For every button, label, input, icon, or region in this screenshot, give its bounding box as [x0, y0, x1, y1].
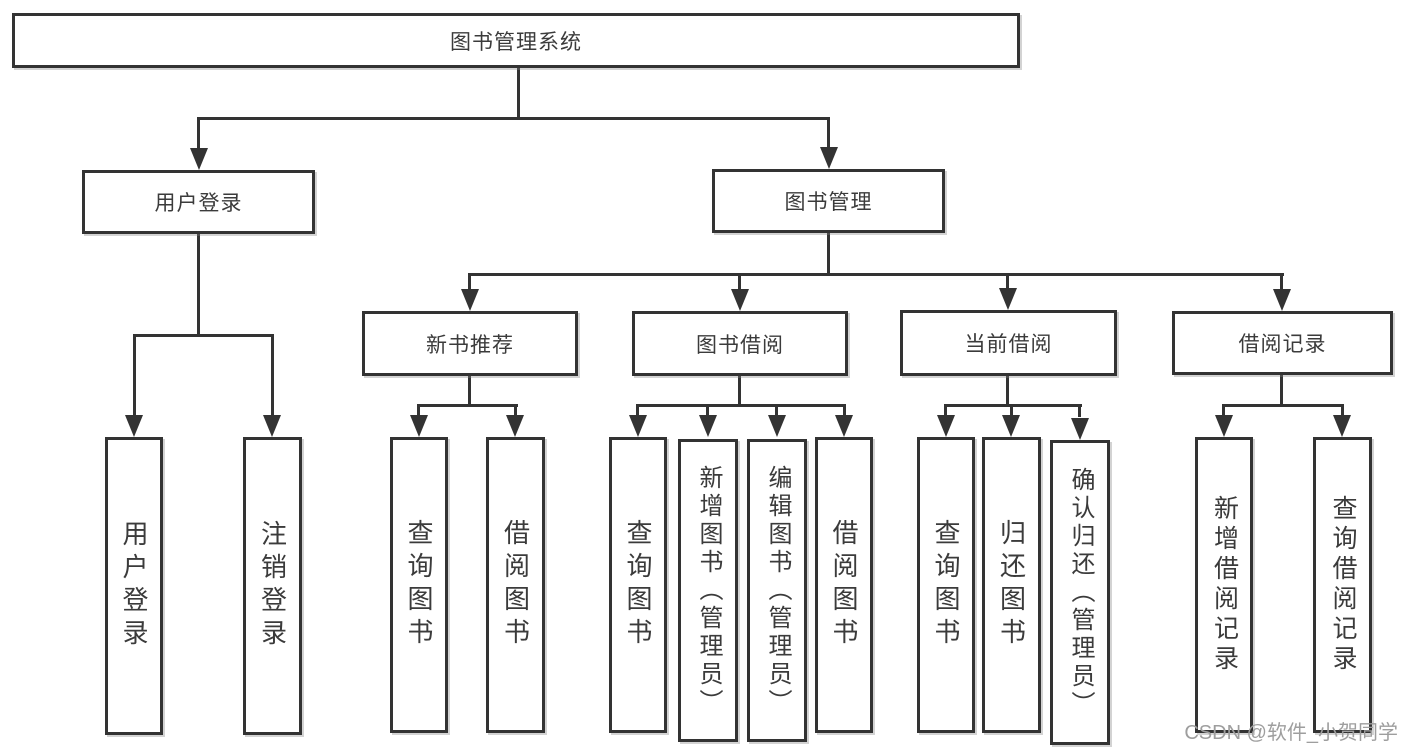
connector-line	[197, 234, 200, 336]
connector-line	[827, 233, 830, 275]
connector-line	[271, 334, 274, 417]
node-book-management: 图书管理	[712, 169, 945, 233]
arrowhead-down-icon	[999, 288, 1017, 310]
leaf-query-books-recommend: 查询图书	[390, 437, 448, 733]
connector-line	[1006, 376, 1009, 406]
arrowhead-down-icon	[1333, 415, 1351, 437]
node-new-book-recommend: 新书推荐	[362, 311, 578, 376]
arrowhead-down-icon	[461, 289, 479, 311]
connector-line	[827, 117, 830, 149]
arrowhead-down-icon	[410, 415, 428, 437]
arrowhead-down-icon	[768, 415, 786, 437]
leaf-query-books-current: 查询图书	[917, 437, 975, 733]
node-user-login: 用户登录	[82, 170, 315, 234]
connector-line	[468, 273, 471, 291]
connector-line	[944, 404, 947, 417]
arrowhead-down-icon	[190, 148, 208, 170]
connector-line	[636, 404, 846, 407]
connector-line	[197, 117, 200, 150]
arrowhead-down-icon	[1215, 415, 1233, 437]
connector-line	[417, 404, 518, 407]
leaf-logout: 注销登录	[243, 437, 302, 735]
connector-line	[133, 334, 274, 337]
node-book-borrowing: 图书借阅	[632, 311, 848, 376]
connector-line	[417, 404, 420, 417]
leaf-borrow-books-recommend: 借阅图书	[486, 437, 545, 733]
arrowhead-down-icon	[263, 415, 281, 437]
connector-line	[843, 404, 846, 417]
leaf-user-login: 用户登录	[105, 437, 163, 735]
arrowhead-down-icon	[699, 415, 717, 437]
connector-line	[706, 404, 709, 417]
connector-line	[636, 404, 639, 417]
arrowhead-down-icon	[1273, 289, 1291, 311]
arrowhead-down-icon	[125, 415, 143, 437]
leaf-return-books: 归还图书	[982, 437, 1041, 733]
connector-line	[944, 404, 1082, 407]
node-current-borrowing: 当前借阅	[900, 310, 1117, 376]
connector-line	[468, 376, 471, 406]
connector-line	[1078, 404, 1081, 417]
connector-line	[197, 117, 830, 120]
arrowhead-down-icon	[506, 415, 524, 437]
connector-line	[514, 404, 517, 417]
leaf-add-books-admin: 新增图书（管理员）	[678, 439, 738, 742]
node-system-root: 图书管理系统	[12, 13, 1020, 68]
connector-line	[1341, 404, 1344, 417]
leaf-edit-books-admin: 编辑图书（管理员）	[747, 439, 807, 742]
arrowhead-down-icon	[937, 415, 955, 437]
connector-line	[517, 68, 520, 119]
arrowhead-down-icon	[731, 289, 749, 311]
arrowhead-down-icon	[835, 415, 853, 437]
connector-line	[775, 404, 778, 417]
connector-line	[1222, 404, 1344, 407]
leaf-query-borrow-record: 查询借阅记录	[1313, 437, 1372, 733]
csdn-watermark: CSDN @软件_小贺同学	[1184, 722, 1398, 744]
arrowhead-down-icon	[1071, 418, 1089, 440]
connector-line	[133, 334, 136, 417]
leaf-query-books-borrowing: 查询图书	[609, 437, 667, 733]
connector-line	[1006, 273, 1009, 291]
connector-line	[468, 273, 1284, 276]
connector-line	[738, 273, 741, 291]
connector-line	[1280, 375, 1283, 406]
arrowhead-down-icon	[820, 147, 838, 169]
connector-line	[1010, 404, 1013, 417]
leaf-borrow-books-borrowing: 借阅图书	[815, 437, 873, 733]
connector-line	[738, 376, 741, 406]
arrowhead-down-icon	[1002, 415, 1020, 437]
leaf-add-borrow-record: 新增借阅记录	[1195, 437, 1253, 733]
node-borrowing-records: 借阅记录	[1172, 311, 1393, 375]
arrowhead-down-icon	[629, 415, 647, 437]
connector-line	[1280, 273, 1283, 291]
leaf-confirm-return-admin: 确认归还（管理员）	[1050, 440, 1110, 745]
connector-line	[1222, 404, 1225, 417]
